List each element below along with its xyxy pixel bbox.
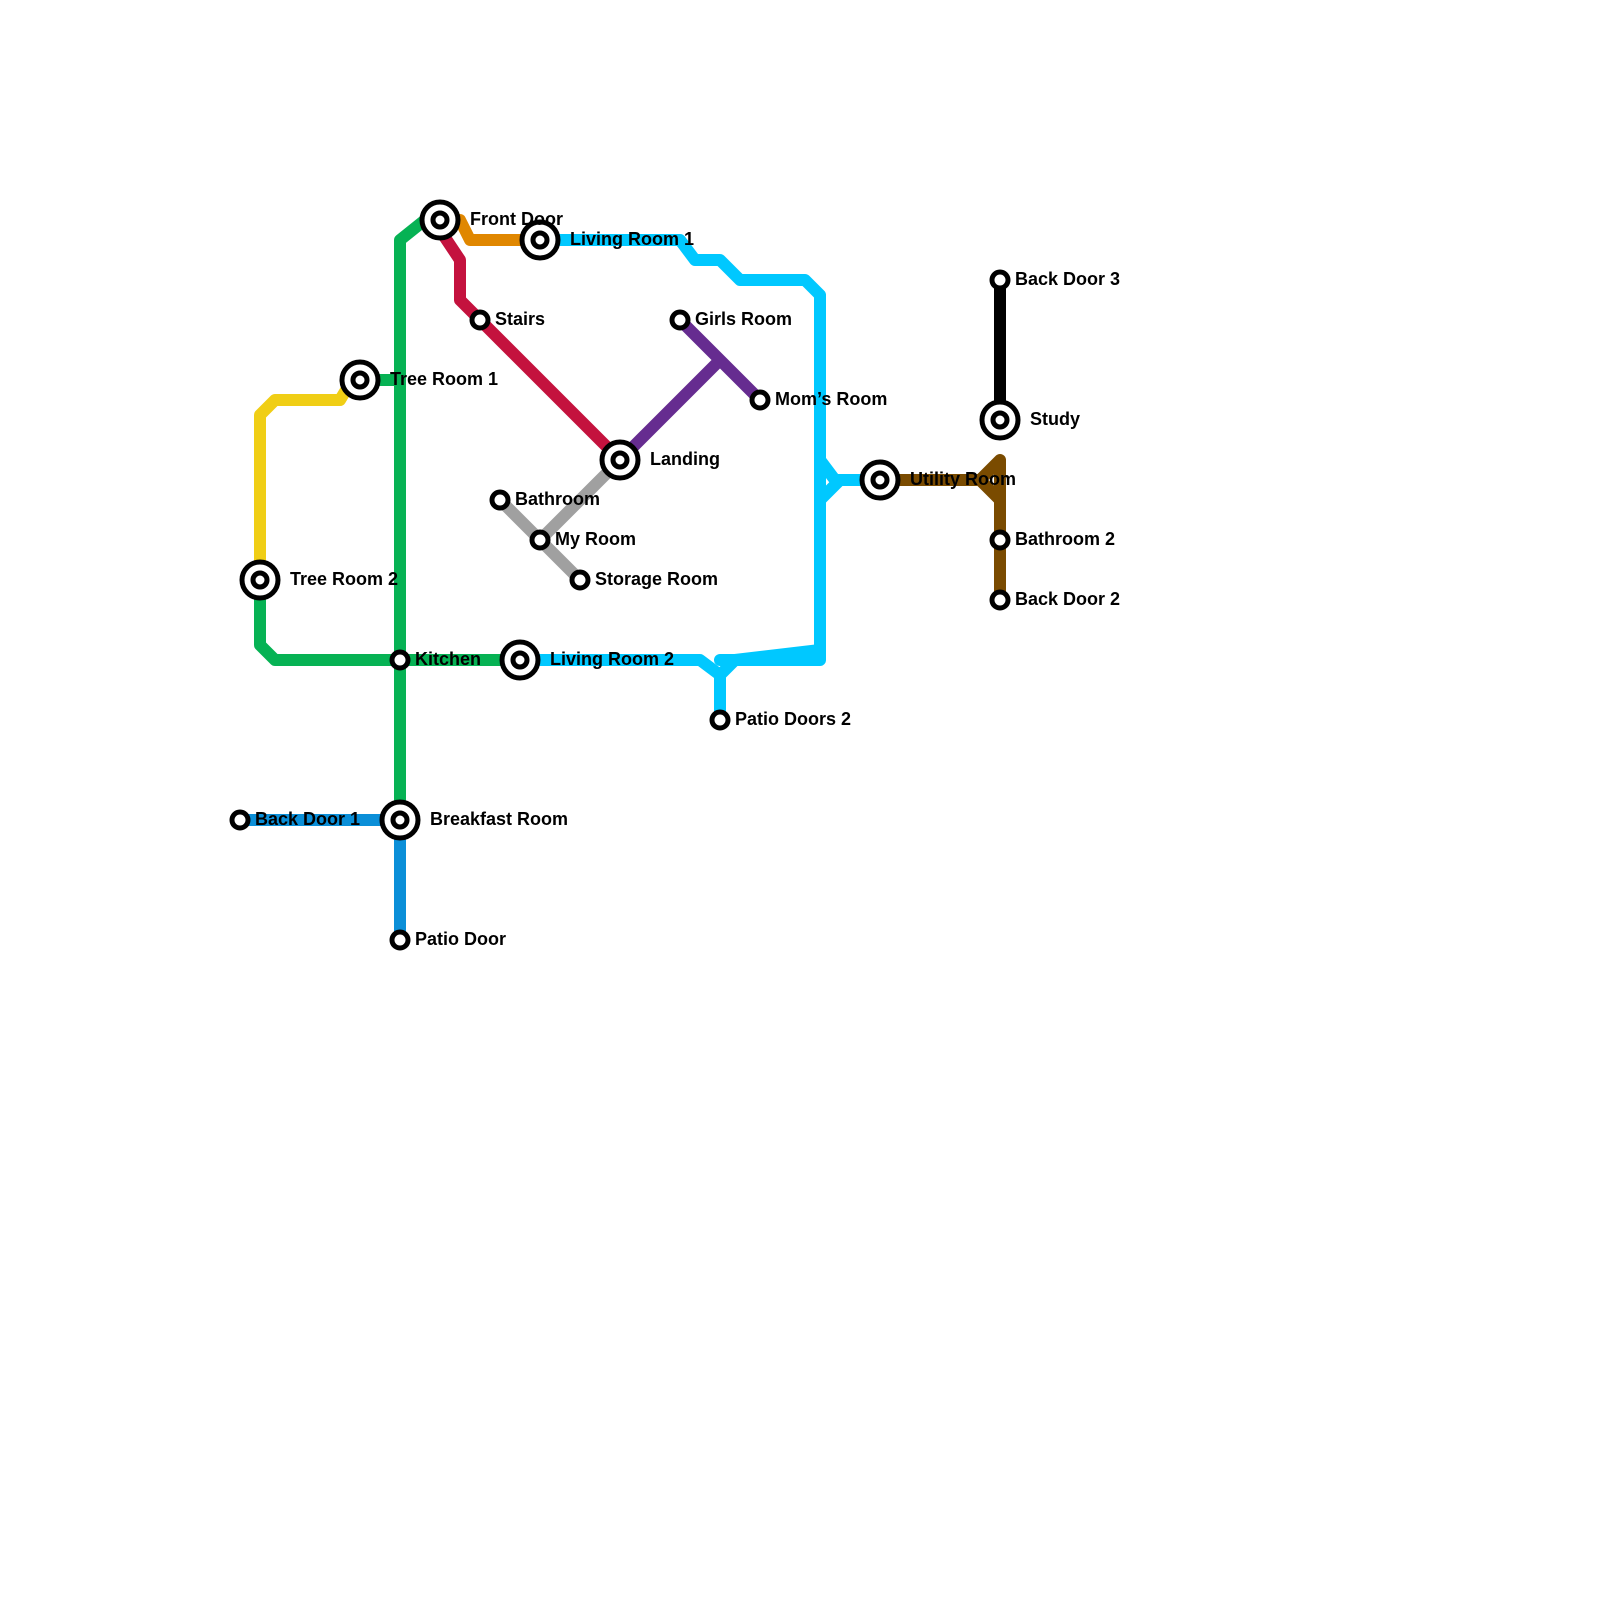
station-patio-doors-2[interactable] [709, 709, 731, 731]
purple-line [614, 314, 766, 466]
cyan-line-lower [514, 654, 726, 681]
label-storage-room: Storage Room [595, 569, 718, 589]
label-bathroom: Bathroom [515, 489, 600, 509]
label-moms-room: Mom’s Room [775, 389, 887, 409]
label-landing: Landing [650, 449, 720, 469]
station-girls-room[interactable] [669, 309, 691, 331]
label-back-door-3: Back Door 3 [1015, 269, 1120, 289]
label-front-door: Front Door [470, 209, 563, 229]
label-girls-room: Girls Room [695, 309, 792, 329]
label-back-door-2: Back Door 2 [1015, 589, 1120, 609]
green-line-branch [254, 574, 526, 666]
stations [229, 199, 1021, 951]
label-stairs: Stairs [495, 309, 545, 329]
label-kitchen: Kitchen [415, 649, 481, 669]
station-back-door-1[interactable] [229, 809, 251, 831]
label-tree-room-2: Tree Room 2 [290, 569, 398, 589]
station-stairs[interactable] [469, 309, 491, 331]
label-patio-doors-2: Patio Doors 2 [735, 709, 851, 729]
station-back-door-2[interactable] [989, 589, 1011, 611]
label-study: Study [1030, 409, 1080, 429]
label-utility-room: Utility Room [910, 469, 1016, 489]
label-living-room-2: Living Room 2 [550, 649, 674, 669]
station-my-room[interactable] [529, 529, 551, 551]
gray-line [494, 454, 626, 586]
red-line [434, 224, 626, 466]
station-patio-door[interactable] [389, 929, 411, 951]
label-breakfast-room: Breakfast Room [430, 809, 568, 829]
station-living-room-2[interactable] [499, 639, 541, 681]
label-bathroom-2: Bathroom 2 [1015, 529, 1115, 549]
label-back-door-1: Back Door 1 [255, 809, 360, 829]
station-front-door[interactable] [419, 199, 461, 241]
station-study[interactable] [979, 399, 1021, 441]
station-bathroom-2[interactable] [989, 529, 1011, 551]
station-tree-room-2[interactable] [239, 559, 281, 601]
station-living-room-1[interactable] [519, 219, 561, 261]
station-tree-room-1[interactable] [339, 359, 381, 401]
label-my-room: My Room [555, 529, 636, 549]
station-bathroom[interactable] [489, 489, 511, 511]
cyan-line-lower-right [714, 634, 826, 666]
labels: Front Door Living Room 1 Stairs Girls Ro… [255, 209, 1120, 949]
station-kitchen[interactable] [389, 649, 411, 671]
label-patio-door: Patio Door [415, 929, 506, 949]
station-back-door-3[interactable] [989, 269, 1011, 291]
green-line [394, 214, 446, 826]
station-utility-room[interactable] [859, 459, 901, 501]
station-storage-room[interactable] [569, 569, 591, 591]
blue-line [234, 814, 406, 946]
station-breakfast-room[interactable] [379, 799, 421, 841]
label-living-room-1: Living Room 1 [570, 229, 694, 249]
station-landing[interactable] [599, 439, 641, 481]
label-tree-room-1: Tree Room 1 [390, 369, 498, 389]
station-moms-room[interactable] [749, 389, 771, 411]
yellow-line [254, 374, 358, 586]
